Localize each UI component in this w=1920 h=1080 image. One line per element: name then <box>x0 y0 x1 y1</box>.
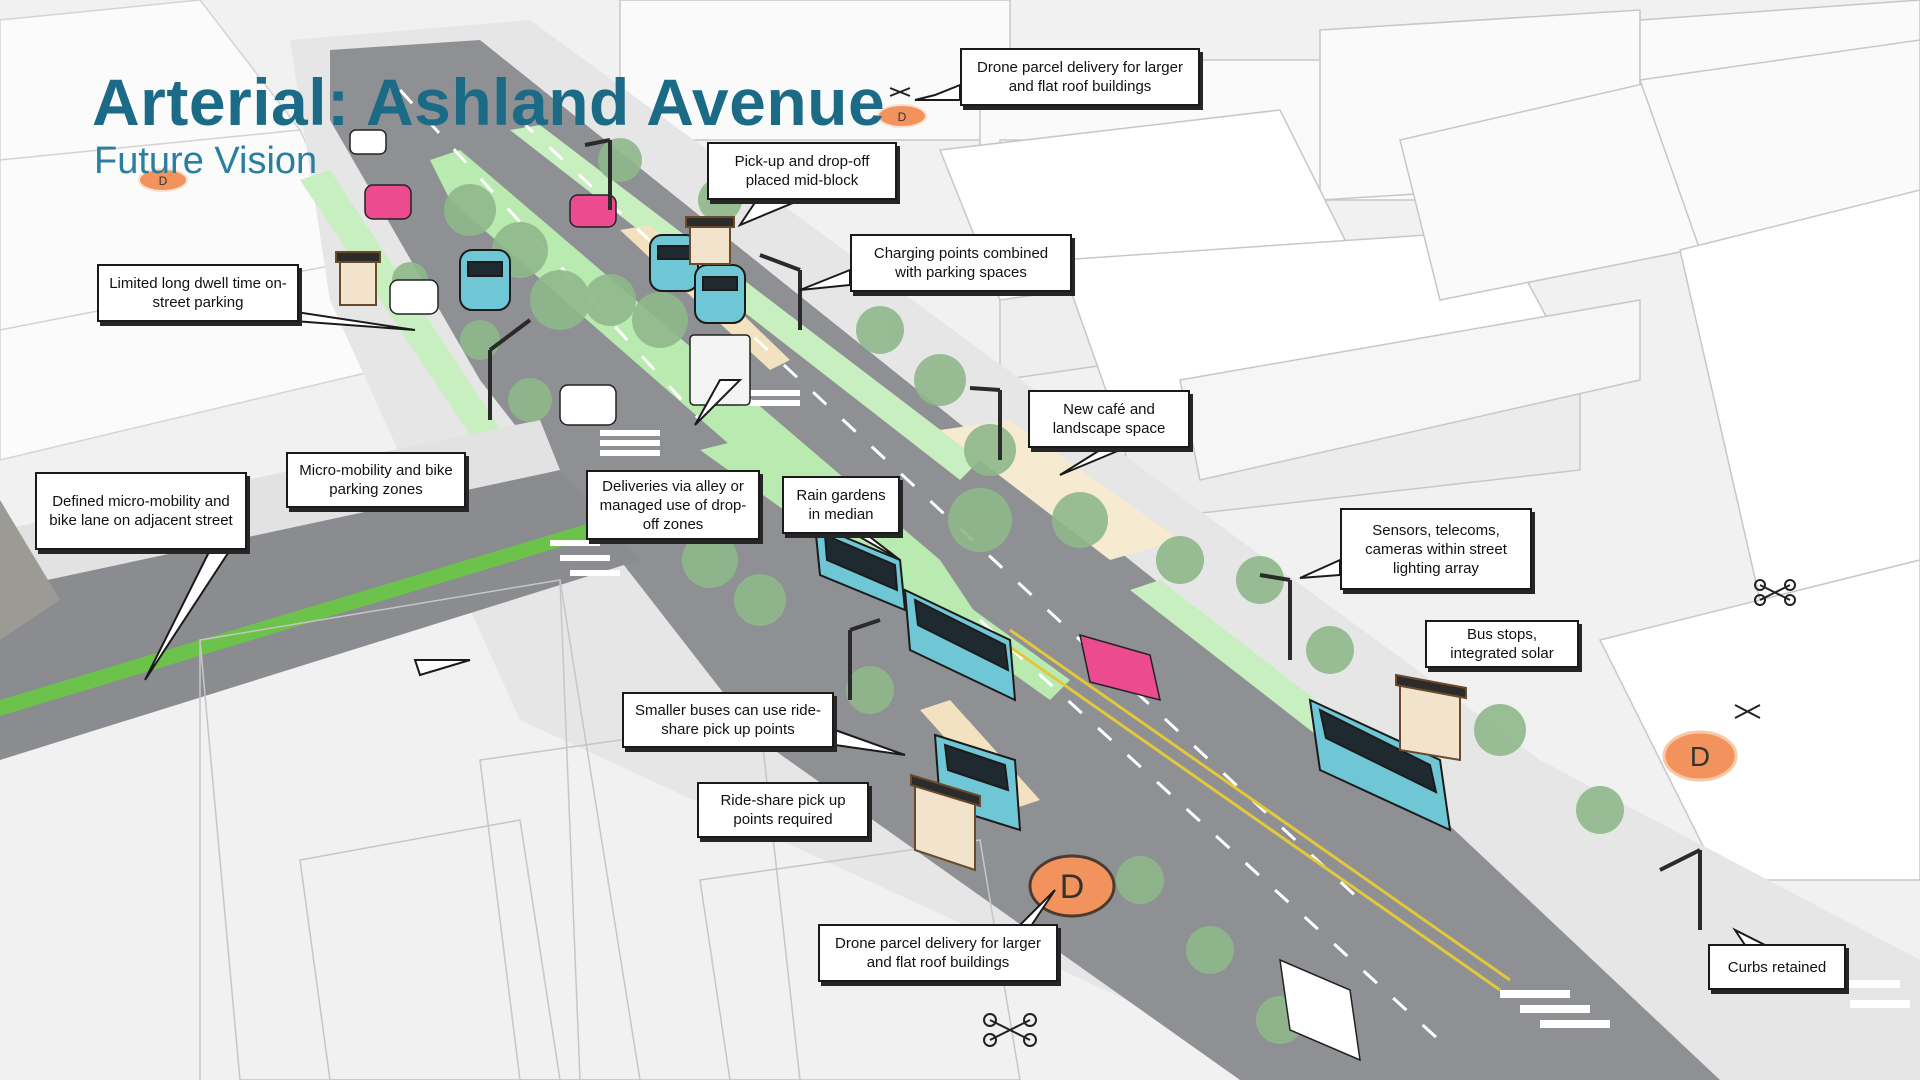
bus-shelter-icon <box>685 216 735 265</box>
tree-icon <box>1052 492 1108 548</box>
svg-text:D: D <box>1060 868 1085 906</box>
traffic-signal-icon <box>969 386 1002 460</box>
callout-sensors: Sensors, telecoms, cameras within street… <box>1340 508 1532 590</box>
drone-icon <box>983 1013 1037 1047</box>
tree-icon <box>1156 536 1204 584</box>
callout-micro-parking: Micro-mobility and bike parking zones <box>286 452 466 508</box>
tree-icon <box>846 666 894 714</box>
tree-icon <box>734 574 786 626</box>
lane-markings <box>398 88 1452 1052</box>
bus-shelter-icon <box>910 773 981 872</box>
car-white <box>349 129 387 155</box>
bus-icon <box>813 523 907 612</box>
center-yellow-line <box>999 628 1511 992</box>
traffic-signal-icon <box>1259 573 1292 660</box>
callout-pickup-midblock: Pick-up and drop-off placed mid-block <box>707 142 897 200</box>
callout-smaller-buses: Smaller buses can use ride-share pick up… <box>622 692 834 748</box>
tree-icon <box>584 274 636 326</box>
tree-icon <box>1186 926 1234 974</box>
tree-icon <box>1116 856 1164 904</box>
buses <box>459 234 1452 832</box>
delivery-pad-icon <box>1028 854 1116 918</box>
callout-drone-top: Drone parcel delivery for larger and fla… <box>960 48 1200 106</box>
page-subtitle: Future Vision <box>94 140 318 182</box>
pad-top: D <box>877 104 927 128</box>
trees <box>392 138 1624 1044</box>
page-title: Arterial: Ashland Avenue <box>92 65 886 139</box>
bus-icon <box>649 234 699 292</box>
traffic-signal-icon <box>1659 848 1702 930</box>
traffic-signal-icon <box>759 253 802 330</box>
callout-bike-lane: Defined micro-mobility and bike lane on … <box>35 472 247 550</box>
delivery-pad-icon <box>138 168 188 192</box>
callout-bus-stops: Bus stops, integrated solar <box>1425 620 1579 668</box>
bus-icon <box>694 264 746 324</box>
callout-cafe: New café and landscape space <box>1028 390 1190 448</box>
traffic-signal-icon <box>488 318 532 420</box>
bus-icon <box>903 588 1017 702</box>
drone-icon <box>889 87 911 97</box>
tree-icon <box>444 184 496 236</box>
callout-curbs: Curbs retained <box>1708 944 1846 990</box>
pad-right: D <box>1662 730 1738 782</box>
buildings-upper-left <box>0 0 422 461</box>
tree-icon <box>1474 704 1526 756</box>
callout-deliveries: Deliveries via alley or managed use of d… <box>586 470 760 540</box>
callout-long-dwell: Limited long dwell time on-street parkin… <box>97 264 299 322</box>
tree-icon <box>856 306 904 354</box>
bus-shelter-icon <box>1395 673 1467 762</box>
pad-bottom: D <box>1028 854 1116 918</box>
dark-block-left <box>0 500 60 640</box>
callout-pointers <box>144 83 1766 946</box>
traffic-signal-icon <box>848 618 881 700</box>
tree-icon <box>598 138 642 182</box>
bus-icon <box>1308 698 1452 832</box>
tree-icon <box>530 270 590 330</box>
tree-icon <box>682 532 738 588</box>
callout-charging: Charging points combined with parking sp… <box>850 234 1072 292</box>
delivery-pad-icon <box>877 104 927 128</box>
svg-text:D: D <box>1690 741 1710 772</box>
car-white <box>559 384 617 426</box>
svg-text:D: D <box>159 174 168 188</box>
cars <box>349 129 1361 1062</box>
tree-icon <box>1306 626 1354 674</box>
car-pink <box>1079 633 1161 702</box>
car-pink <box>569 194 617 228</box>
tree-icon <box>914 354 966 406</box>
tree-icon <box>1576 786 1624 834</box>
traffic-signal-icon <box>584 138 612 210</box>
tree-icon <box>460 320 500 360</box>
drone-icon <box>1754 579 1796 606</box>
tree-icon <box>964 424 1016 476</box>
svg-text:D: D <box>898 110 907 124</box>
delivery-pad-icon <box>1662 730 1738 782</box>
traffic-signals <box>488 138 1702 930</box>
tree-icon <box>1236 556 1284 604</box>
drones <box>889 87 1796 1047</box>
bus-shelter-icon <box>335 251 381 306</box>
car-white <box>389 279 439 315</box>
pad-left: D <box>138 168 188 192</box>
bus-shelters <box>335 216 1467 872</box>
drone-icon <box>1734 704 1761 719</box>
tree-icon <box>508 378 552 422</box>
callout-drone-bottom: Drone parcel delivery for larger and fla… <box>818 924 1058 982</box>
delivery-truck <box>689 334 751 406</box>
crosswalks <box>550 390 1910 1028</box>
tree-icon <box>948 488 1012 552</box>
callout-rain-gardens: Rain gardens in median <box>782 476 900 534</box>
car-white <box>1279 958 1361 1062</box>
callout-rideshare: Ride-share pick up points required <box>697 782 869 838</box>
bus-icon <box>459 249 511 311</box>
buildings-upper-right <box>619 0 1920 881</box>
tree-icon <box>632 292 688 348</box>
car-pink <box>364 184 412 220</box>
